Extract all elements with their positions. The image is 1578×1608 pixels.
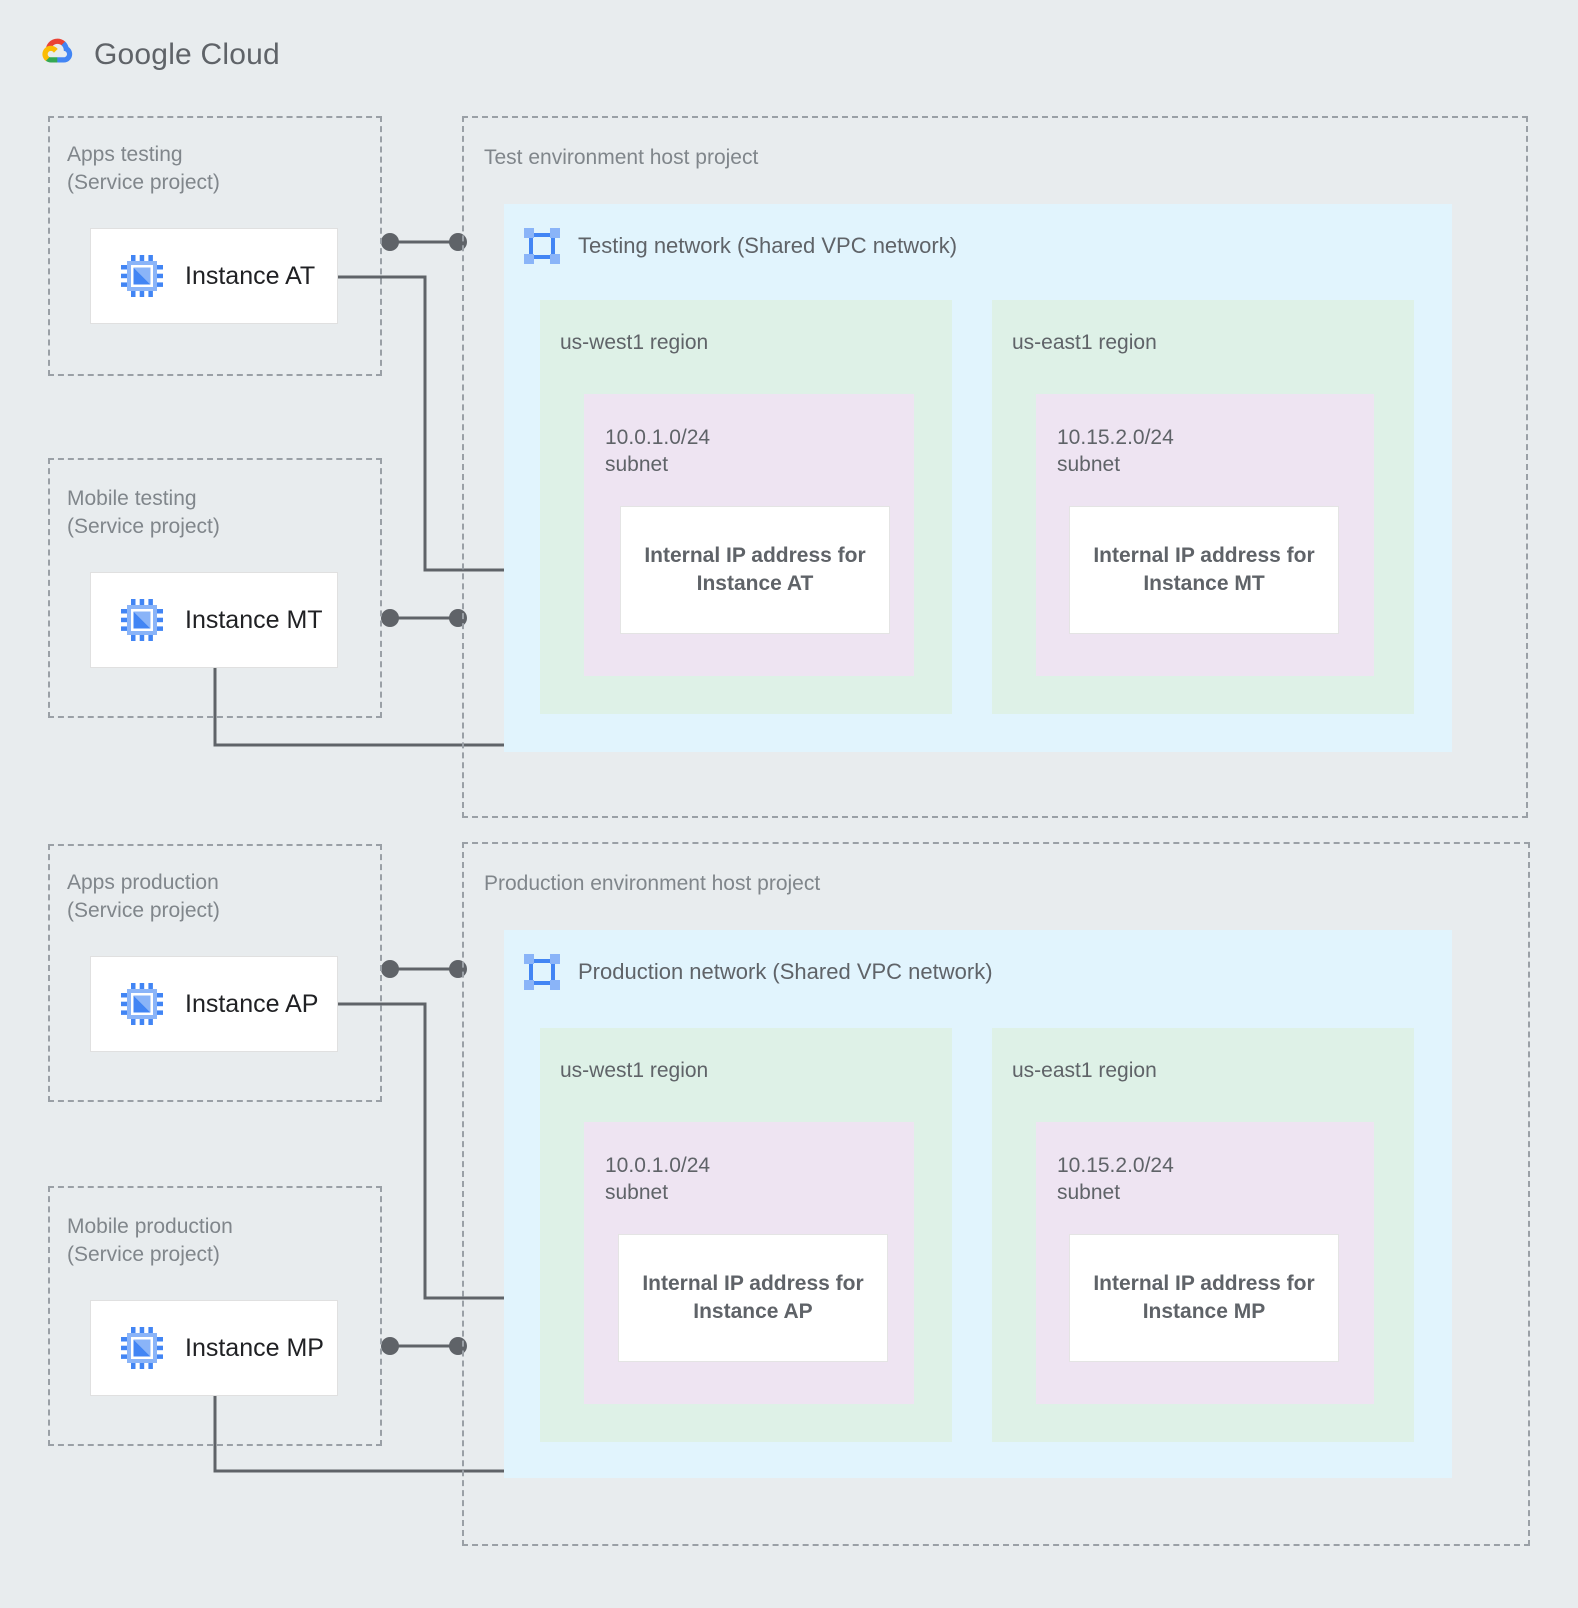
vpc-network-icon: [522, 226, 562, 266]
compute-instance-icon: [121, 599, 163, 641]
brand-cloud: Cloud: [200, 37, 280, 71]
connector-dot-ap-left: [381, 960, 399, 978]
host-project-test-label: Test environment host project: [484, 146, 759, 169]
vpc-network-production-title: Production network (Shared VPC network): [578, 959, 993, 984]
host-project-test: [462, 116, 1528, 818]
service-project-apps-production: [48, 844, 382, 1102]
instance-card-ap[interactable]: Instance AP: [90, 956, 338, 1052]
ip-box-instance-at-label: Internal IP address for Instance AT: [644, 543, 866, 595]
subnet-test-us-east1-label: 10.15.2.0/24 subnet: [1057, 426, 1174, 477]
ip-box-instance-ap: Internal IP address for Instance AP: [618, 1234, 888, 1362]
vpc-network-production-header: Production network (Shared VPC network): [522, 952, 993, 992]
google-cloud-logo: Google Cloud: [32, 32, 280, 77]
region-test-us-east1-label: us-east1 region: [1012, 331, 1157, 354]
compute-instance-icon: [121, 1327, 163, 1369]
subnet-test-us-west1-label: 10.0.1.0/24 subnet: [605, 426, 711, 477]
ip-box-instance-at: Internal IP address for Instance AT: [620, 506, 890, 634]
connector-dot-mt-left: [381, 609, 399, 627]
host-project-production-label: Production environment host project: [484, 872, 821, 895]
ip-box-instance-ap-label: Internal IP address for Instance AP: [642, 1271, 864, 1323]
brand-name: Google Cloud: [94, 38, 280, 72]
vpc-network-testing-title: Testing network (Shared VPC network): [578, 233, 958, 258]
instance-card-mp-label: Instance MP: [185, 1333, 324, 1362]
instance-card-at-label: Instance AT: [185, 261, 316, 290]
host-project-production: [462, 842, 1530, 1546]
google-cloud-logo-icon: [32, 32, 80, 77]
service-project-mobile-production: [48, 1186, 382, 1446]
region-prod-us-east1-label: us-east1 region: [1012, 1059, 1157, 1082]
service-project-apps-testing-label: Apps testing (Service project): [67, 143, 220, 194]
connector-dot-mp-left: [381, 1337, 399, 1355]
region-test-us-west1-label: us-west1 region: [560, 331, 709, 354]
vpc-network-icon: [522, 952, 562, 992]
instance-card-mt[interactable]: Instance MT: [90, 572, 338, 668]
service-project-mobile-testing: [48, 458, 382, 718]
subnet-prod-us-west1-label: 10.0.1.0/24 subnet: [605, 1154, 711, 1205]
compute-instance-icon: [121, 983, 163, 1025]
ip-box-instance-mp: Internal IP address for Instance MP: [1069, 1234, 1339, 1362]
instance-card-mp[interactable]: Instance MP: [90, 1300, 338, 1396]
instance-card-mt-label: Instance MT: [185, 605, 323, 634]
service-project-apps-production-label: Apps production (Service project): [67, 871, 220, 922]
ip-box-instance-mt: Internal IP address for Instance MT: [1069, 506, 1339, 634]
brand-google: Google: [94, 37, 192, 71]
compute-instance-icon: [121, 255, 163, 297]
service-project-apps-testing: [48, 116, 382, 376]
instance-card-at[interactable]: Instance AT: [90, 228, 338, 324]
service-project-mobile-testing-label: Mobile testing (Service project): [67, 487, 220, 538]
vpc-network-testing-header: Testing network (Shared VPC network): [522, 226, 957, 266]
connector-dot-at-left: [381, 233, 399, 251]
region-prod-us-west1-label: us-west1 region: [560, 1059, 709, 1082]
subnet-prod-us-east1-label: 10.15.2.0/24 subnet: [1057, 1154, 1174, 1205]
service-project-mobile-production-label: Mobile production (Service project): [67, 1215, 233, 1266]
ip-box-instance-mp-label: Internal IP address for Instance MP: [1093, 1271, 1315, 1323]
ip-box-instance-mt-label: Internal IP address for Instance MT: [1093, 543, 1315, 595]
instance-card-ap-label: Instance AP: [185, 989, 319, 1018]
